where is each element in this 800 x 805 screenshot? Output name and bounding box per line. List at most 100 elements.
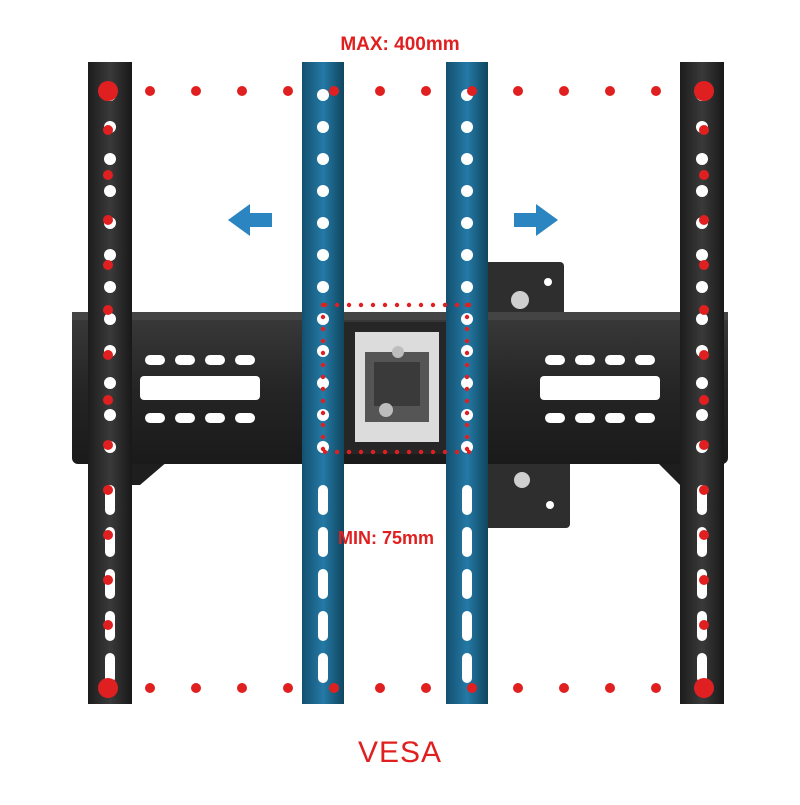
guide-dot — [103, 305, 113, 315]
inner-guide-dot — [406, 302, 412, 308]
guide-dot — [513, 86, 523, 96]
bracket-hole — [104, 377, 116, 389]
guide-dot — [103, 125, 113, 135]
inner-guide-dot — [464, 434, 470, 440]
inner-guide-dot — [334, 302, 340, 308]
bracket-slot — [462, 485, 472, 515]
inner-guide-dot — [464, 398, 470, 404]
guide-dot — [237, 683, 247, 693]
bracket-slot — [462, 611, 472, 641]
guide-dot — [605, 86, 615, 96]
inner-guide-dot — [442, 302, 448, 308]
bracket-hole — [317, 185, 329, 197]
guide-dot — [329, 86, 339, 96]
inner-guide-dot — [320, 410, 326, 416]
inner-guide-dot — [464, 410, 470, 416]
inner-guide-dot — [358, 302, 364, 308]
guide-dot — [103, 440, 113, 450]
bracket-hole — [104, 409, 116, 421]
inner-guide-dot — [346, 302, 352, 308]
inner-guide-dot — [464, 314, 470, 320]
inner-guide-dot — [382, 302, 388, 308]
guide-dot — [103, 485, 113, 495]
bracket-hole — [104, 281, 116, 293]
bracket-right-inner — [446, 62, 488, 704]
inner-guide-dot — [464, 362, 470, 368]
inner-guide-dot — [320, 302, 326, 308]
inner-guide-dot — [370, 302, 376, 308]
bar-slot — [205, 413, 225, 423]
guide-dot — [699, 575, 709, 585]
guide-dot — [103, 260, 113, 270]
bracket-slot — [462, 527, 472, 557]
inner-guide-dot — [320, 386, 326, 392]
guide-dot — [103, 170, 113, 180]
guide-dot — [467, 683, 477, 693]
guide-dot — [375, 86, 385, 96]
guide-dot — [329, 683, 339, 693]
bar-slot — [145, 413, 165, 423]
guide-dot — [651, 683, 661, 693]
guide-dot — [103, 215, 113, 225]
min-vesa-label: MIN: 75mm — [338, 528, 435, 548]
bracket-hole — [696, 153, 708, 165]
bracket-hole — [317, 153, 329, 165]
guide-dot — [283, 86, 293, 96]
guide-dot — [145, 683, 155, 693]
bracket-slot — [697, 653, 707, 683]
arrow-left-icon — [228, 204, 272, 236]
inner-guide-dot — [454, 449, 460, 455]
inner-guide-dot — [430, 449, 436, 455]
guide-dot — [103, 530, 113, 540]
bracket-slot — [318, 611, 328, 641]
corner-dot — [98, 81, 118, 101]
inner-guide-dot — [346, 449, 352, 455]
inner-guide-dot — [320, 350, 326, 356]
bracket-hole — [461, 121, 473, 133]
bracket-slot — [318, 485, 328, 515]
bracket-hole — [104, 185, 116, 197]
arrow-right-icon — [514, 204, 558, 236]
inner-guide-dot — [430, 302, 436, 308]
bracket-hole — [317, 217, 329, 229]
bracket-hole — [104, 153, 116, 165]
inner-guide-dot — [320, 434, 326, 440]
inner-guide-dot — [334, 449, 340, 455]
corner-dot — [694, 81, 714, 101]
bracket-left-inner — [302, 62, 344, 704]
bar-slot — [635, 355, 655, 365]
bar-slot — [575, 355, 595, 365]
inner-guide-dot — [320, 362, 326, 368]
guide-dot — [699, 125, 709, 135]
inner-guide-dot — [442, 449, 448, 455]
bar-slot — [145, 355, 165, 365]
inner-guide-dot — [418, 302, 424, 308]
bar-slot — [605, 413, 625, 423]
center-tilt-box — [342, 322, 452, 454]
bracket-hole — [461, 185, 473, 197]
bracket-hole — [696, 249, 708, 261]
arm-plate-upper — [470, 262, 564, 324]
inner-guide-dot — [394, 302, 400, 308]
guide-dot — [421, 86, 431, 96]
bar-slot — [175, 413, 195, 423]
guide-dot — [513, 683, 523, 693]
guide-dot — [103, 620, 113, 630]
inner-guide-dot — [370, 449, 376, 455]
guide-dot — [699, 620, 709, 630]
bracket-hole — [696, 409, 708, 421]
bar-window — [140, 376, 260, 400]
guide-dot — [699, 395, 709, 405]
inner-guide-dot — [320, 314, 326, 320]
bracket-hole — [317, 89, 329, 101]
bracket-hole — [696, 313, 708, 325]
guide-dot — [237, 86, 247, 96]
inner-guide-dot — [320, 422, 326, 428]
guide-dot — [699, 350, 709, 360]
bar-slot — [605, 355, 625, 365]
bracket-slot — [462, 653, 472, 683]
bar-slot — [575, 413, 595, 423]
guide-dot — [467, 86, 477, 96]
bracket-right-outer — [680, 62, 724, 704]
